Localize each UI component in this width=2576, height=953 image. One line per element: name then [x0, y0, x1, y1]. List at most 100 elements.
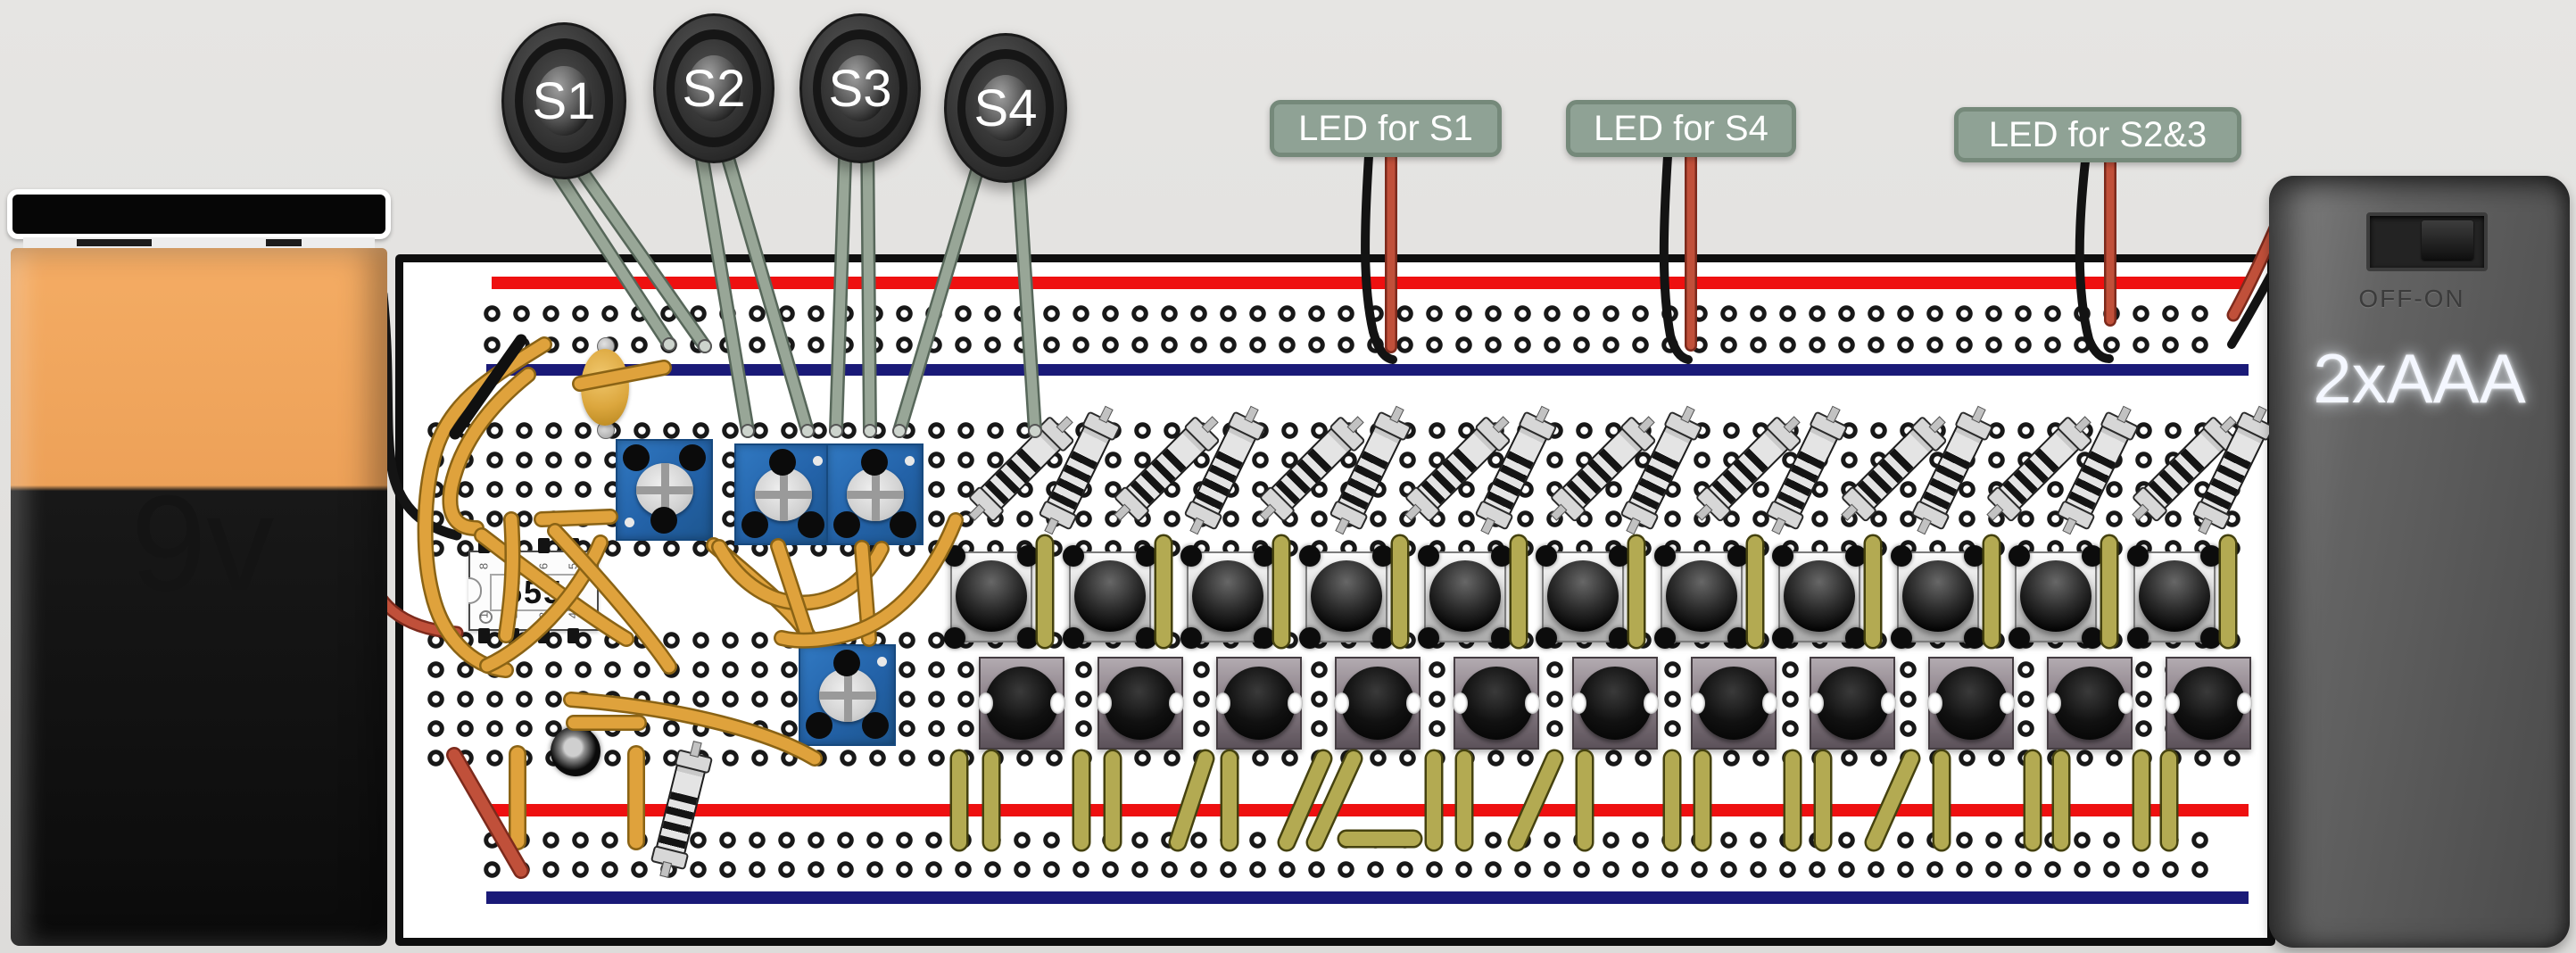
- button-pin: [1536, 545, 1557, 567]
- tactile-push-button: [1536, 545, 1630, 649]
- power-switch: [2366, 212, 2488, 271]
- button-side-hole: [1644, 692, 1659, 714]
- button-pin: [2200, 627, 2222, 649]
- button-pin: [2082, 545, 2103, 567]
- button-knob: [1934, 667, 2008, 740]
- button-pin: [1654, 545, 1676, 567]
- button-pin: [1418, 545, 1439, 567]
- button-pin: [2127, 545, 2149, 567]
- sensor-center: [687, 54, 741, 122]
- tactile-push-button-dark: [1453, 657, 1540, 750]
- button-pin: [1891, 545, 1912, 567]
- sensor-s2: S2: [653, 13, 774, 163]
- power-switch-label: OFF-ON: [2358, 285, 2465, 312]
- button-pin: [1491, 627, 1512, 649]
- button-pin: [1536, 627, 1557, 649]
- battery-9v-cap: [7, 189, 391, 239]
- tactile-push-button-dark: [1927, 657, 2015, 750]
- button-knob: [2139, 560, 2210, 632]
- button-side-hole: [2237, 692, 2252, 714]
- trimpot-pin: [679, 444, 706, 471]
- tactile-push-button-dark: [978, 657, 1065, 750]
- button-knob: [1697, 667, 1770, 740]
- tactile-push-button-dark: [1334, 657, 1421, 750]
- trimpot-pin: [741, 511, 768, 538]
- button-pin: [1964, 545, 1985, 567]
- button-pin: [1063, 545, 1084, 567]
- button-knob: [1460, 667, 1533, 740]
- trimpot-marker-dot: [905, 456, 915, 466]
- button-knob: [1816, 667, 1889, 740]
- tactile-push-button: [1891, 545, 1985, 649]
- button-side-hole: [1809, 692, 1824, 714]
- button-pin: [1299, 545, 1321, 567]
- button-knob: [1222, 667, 1296, 740]
- button-knob: [2020, 560, 2091, 632]
- button-knob: [1311, 560, 1382, 632]
- button-pin: [1136, 545, 1157, 567]
- button-side-hole: [2000, 692, 2015, 714]
- tactile-push-button-dark: [2046, 657, 2133, 750]
- trimpot-dial: [818, 668, 876, 722]
- trimpot-pin: [861, 449, 888, 476]
- button-side-hole: [1453, 692, 1468, 714]
- button-side-hole: [1762, 692, 1777, 714]
- button-knob: [1902, 560, 1974, 632]
- button-pin: [1017, 627, 1039, 649]
- button-pin: [1491, 545, 1512, 567]
- tactile-push-button-dark: [1097, 657, 1184, 750]
- button-knob: [956, 560, 1027, 632]
- battery-holder-2xaaa: OFF-ON 2xAAA: [2269, 176, 2570, 948]
- trimpot-dial: [635, 463, 693, 517]
- trimpot-slot: [871, 468, 880, 521]
- button-knob: [1429, 560, 1501, 632]
- button-pin: [1254, 545, 1275, 567]
- button-pin: [1063, 627, 1084, 649]
- power-switch-knob: [2422, 220, 2473, 260]
- button-pin: [1418, 627, 1439, 649]
- battery-9v-label: 9v: [130, 468, 275, 619]
- button-pin: [1609, 545, 1630, 567]
- button-pin: [1017, 545, 1039, 567]
- led-label-text: LED for S1: [1298, 108, 1473, 148]
- sensor-label: S1: [532, 71, 596, 130]
- led-label-tag: LED for S4: [1566, 100, 1796, 157]
- button-knob: [985, 667, 1058, 740]
- button-side-hole: [1525, 692, 1540, 714]
- trimpot-pin: [623, 444, 650, 471]
- sensor-center: [536, 65, 592, 137]
- tactile-push-button: [1299, 545, 1394, 649]
- button-knob: [1666, 560, 1737, 632]
- button-pin: [1727, 545, 1749, 567]
- trimpot-slot: [779, 468, 788, 521]
- button-side-hole: [2118, 692, 2133, 714]
- tactile-push-button: [1772, 545, 1867, 649]
- sensor-label: S3: [828, 59, 892, 118]
- button-side-hole: [2165, 692, 2180, 714]
- button-side-hole: [1169, 692, 1184, 714]
- button-pin: [1609, 627, 1630, 649]
- battery-9v: 9v: [7, 189, 391, 946]
- button-side-hole: [1927, 692, 1942, 714]
- button-knob: [1547, 560, 1619, 632]
- button-pin: [1772, 627, 1793, 649]
- trimpot-slot: [660, 463, 669, 517]
- sensor-s3: S3: [799, 13, 921, 163]
- led-label-text: LED for S4: [1594, 108, 1768, 148]
- button-knob: [1074, 560, 1146, 632]
- button-side-hole: [1881, 692, 1896, 714]
- button-knob: [1104, 667, 1177, 740]
- trimpot-slot: [843, 668, 852, 722]
- button-side-hole: [2046, 692, 2061, 714]
- button-side-hole: [978, 692, 993, 714]
- button-pin: [1845, 627, 1867, 649]
- button-pin: [1299, 627, 1321, 649]
- tactile-push-button-dark: [1215, 657, 1303, 750]
- tactile-push-button-dark: [1809, 657, 1896, 750]
- tactile-push-button: [1418, 545, 1512, 649]
- tactile-push-button: [1063, 545, 1157, 649]
- sensor-center: [833, 54, 887, 122]
- button-knob: [1341, 667, 1414, 740]
- tactile-push-button-dark: [1571, 657, 1659, 750]
- button-pin: [1845, 545, 1867, 567]
